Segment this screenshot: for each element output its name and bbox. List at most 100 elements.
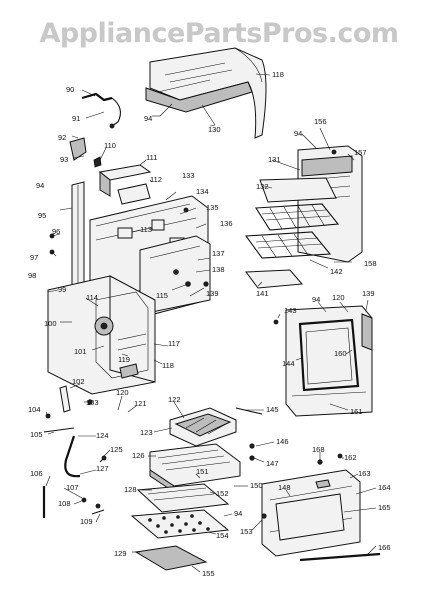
part-label: 112 <box>150 175 162 184</box>
part-label: 162 <box>344 453 357 462</box>
part-label: 100 <box>44 319 57 328</box>
part-label: 107 <box>66 483 79 492</box>
part-label: 127 <box>96 464 109 473</box>
part-label: 118 <box>272 70 284 79</box>
part-label: 110 <box>104 141 116 150</box>
part-label: 133 <box>182 171 195 180</box>
part-label: 160 <box>334 349 347 358</box>
part-label: 166 <box>378 543 391 552</box>
part-label: 136 <box>220 219 233 228</box>
part-label: 163 <box>358 469 371 478</box>
part-label: 139 <box>206 289 219 298</box>
part-label: 168 <box>312 445 325 454</box>
oven-floor-part <box>245 269 304 289</box>
part-label: 151 <box>196 467 209 476</box>
control-bracket-part <box>98 164 152 205</box>
part-label: 128 <box>124 485 137 494</box>
part-label: 134 <box>196 187 209 196</box>
broil-rack-part <box>244 231 332 259</box>
part-label: 155 <box>202 569 215 578</box>
part-label: 90 <box>66 85 74 94</box>
part-label: 156 <box>314 117 327 126</box>
part-label: 138 <box>212 265 225 274</box>
part-label: 95 <box>38 211 46 220</box>
oven-rack-part <box>255 203 340 231</box>
part-label: 147 <box>266 459 279 468</box>
part-label: 92 <box>58 133 66 142</box>
part-label: 106 <box>30 469 43 478</box>
part-label: 105 <box>30 430 43 439</box>
part-label: 91 <box>72 114 80 123</box>
part-label: 120 <box>332 293 345 302</box>
watermark: AppliancePartsPros.com <box>39 18 399 49</box>
part-label: 152 <box>216 489 229 498</box>
part-label: 126 <box>132 451 145 460</box>
part-label: 94 <box>294 129 302 138</box>
kick-panel-part <box>134 545 208 571</box>
part-label: 117 <box>168 339 180 348</box>
part-label: 139 <box>362 289 375 298</box>
power-cord-part <box>81 92 121 129</box>
part-label: 108 <box>58 499 71 508</box>
burner-part <box>169 407 237 454</box>
part-label: 165 <box>378 503 391 512</box>
part-label: 109 <box>80 517 93 526</box>
part-label: 146 <box>276 437 289 446</box>
part-label: 94 <box>144 114 152 123</box>
part-label: 157 <box>354 148 367 157</box>
part-label: 143 <box>284 306 297 315</box>
burner-assembly-part <box>149 443 241 493</box>
part-label: 122 <box>168 395 181 404</box>
part-label: 148 <box>278 483 291 492</box>
part-label: 94 <box>234 509 242 518</box>
oven-door-part <box>285 305 373 417</box>
part-label: 158 <box>364 259 377 268</box>
part-label: 118 <box>162 361 174 370</box>
part-label: 154 <box>216 531 229 540</box>
part-label: 124 <box>96 431 109 440</box>
leader-lines <box>45 73 377 573</box>
part-label: 135 <box>206 203 219 212</box>
door-hinge-part <box>43 385 93 433</box>
broiler-grid-part <box>130 509 230 539</box>
left-side-panel-part <box>71 181 85 287</box>
part-label: 144 <box>282 359 295 368</box>
part-label: 93 <box>60 155 68 164</box>
part-label: 113 <box>140 225 152 234</box>
oven-liner-part <box>259 145 363 263</box>
part-label: 130 <box>208 125 221 134</box>
part-label: 111 <box>146 153 157 162</box>
part-label: 153 <box>240 527 253 536</box>
part-label: 97 <box>30 253 38 262</box>
part-label: 161 <box>350 407 363 416</box>
part-label: 94 <box>312 295 320 304</box>
top-panel-part <box>145 47 267 139</box>
part-label: 164 <box>378 483 391 492</box>
part-label: 114 <box>86 293 98 302</box>
part-label: 142 <box>330 267 343 276</box>
part-labels: 118 94 130 90 91 92 93 110 111 112 133 1… <box>28 70 391 578</box>
part-label: 132 <box>256 182 269 191</box>
part-label: 120 <box>116 388 129 397</box>
part-label: 150 <box>250 481 263 490</box>
part-label: 141 <box>256 289 269 298</box>
part-label: 145 <box>266 405 279 414</box>
part-label: 104 <box>28 405 41 414</box>
part-label: 94 <box>36 181 44 190</box>
part-label: 102 <box>72 377 85 386</box>
part-label: 98 <box>28 271 36 280</box>
part-label: 129 <box>114 549 127 558</box>
part-label: 96 <box>52 227 60 236</box>
clip-part <box>93 156 102 168</box>
part-label: 121 <box>134 399 147 408</box>
part-label: 123 <box>140 428 153 437</box>
broiler-drawer-part <box>261 469 381 562</box>
part-label: 115 <box>156 291 168 300</box>
part-label: 103 <box>86 398 99 407</box>
part-label: 125 <box>110 445 123 454</box>
bracket-part <box>69 137 87 161</box>
oven-cavity-part <box>47 275 156 395</box>
part-label: 99 <box>58 285 66 294</box>
broiler-pan-part <box>136 483 230 513</box>
